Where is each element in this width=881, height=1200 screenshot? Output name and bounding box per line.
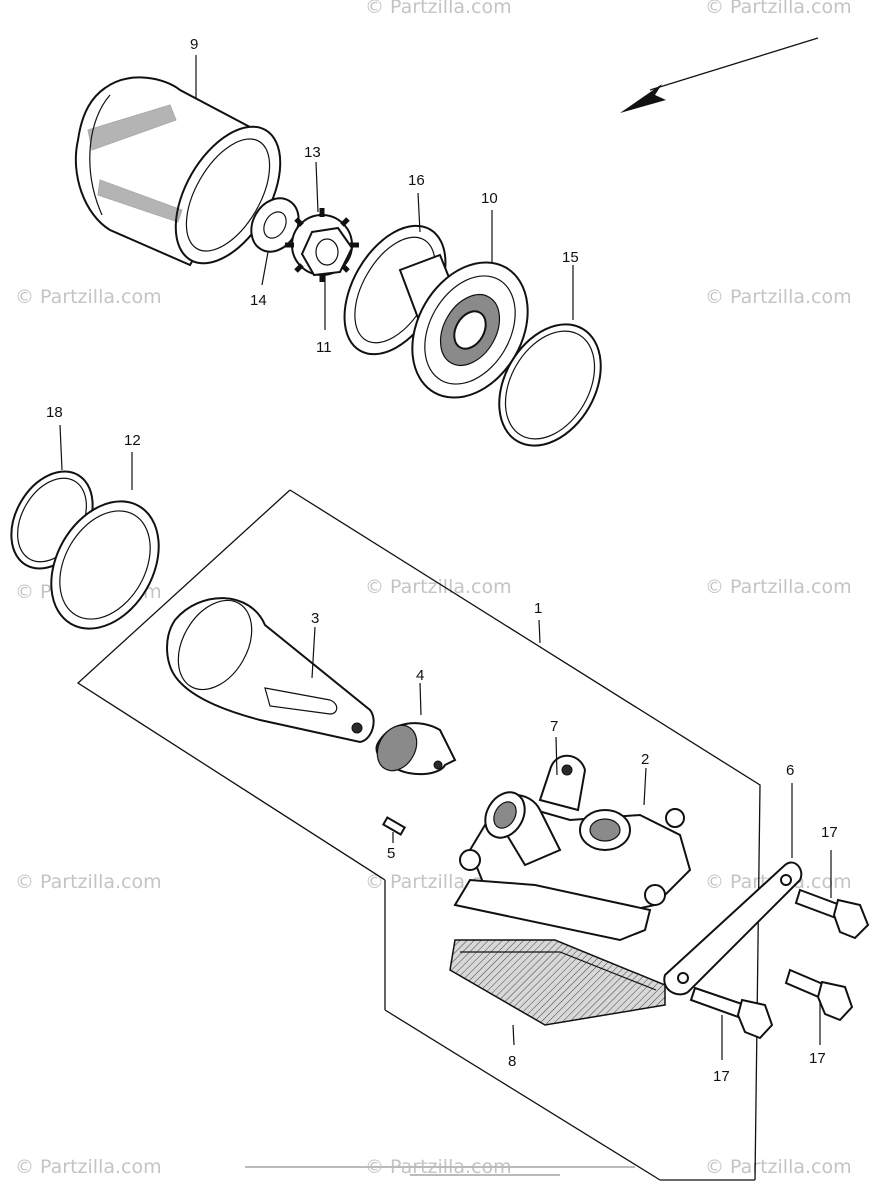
part-15-o-ring <box>498 265 602 447</box>
callout-labels: 9 13 16 10 15 14 11 18 12 1 3 4 7 2 6 5 … <box>46 36 838 1085</box>
part-12-ring-plate <box>50 452 160 630</box>
part-8-strainer-plate <box>449 878 666 1046</box>
watermark-text: © Partzilla.com <box>705 576 852 598</box>
callout-3: 3 <box>311 610 319 627</box>
watermark-text: © Partzilla.com <box>15 286 162 308</box>
callout-12: 12 <box>124 432 141 449</box>
callout-9: 9 <box>190 36 198 53</box>
callout-8: 8 <box>508 1053 516 1070</box>
callout-13: 13 <box>304 144 321 161</box>
callout-17: 17 <box>809 1050 826 1067</box>
callout-2: 2 <box>641 751 649 768</box>
direction-arrow-icon <box>620 37 819 113</box>
leader-line <box>538 619 541 644</box>
part-6-strap <box>663 783 803 996</box>
callout-17: 17 <box>821 824 838 841</box>
watermark-text: © Partzilla.com <box>705 286 852 308</box>
watermark-text: © Partzilla.com <box>705 1156 852 1178</box>
callout-17: 17 <box>713 1068 730 1085</box>
part-17-bolt <box>784 968 854 1045</box>
callout-1: 1 <box>534 600 542 617</box>
part-5-pin <box>381 816 407 843</box>
watermark-text: © Partzilla.com <box>365 576 512 598</box>
callout-11: 11 <box>316 339 332 356</box>
callout-6: 6 <box>786 762 794 779</box>
callout-18: 18 <box>46 404 63 421</box>
callout-5: 5 <box>387 845 395 862</box>
watermark-text: © Partzilla.com <box>15 871 162 893</box>
watermark-text: © Partzilla.com <box>365 0 512 18</box>
part-7-gasket-flange <box>538 736 587 812</box>
part-17-bolt <box>794 850 870 940</box>
callout-4: 4 <box>416 667 424 684</box>
watermark-text: © Partzilla.com <box>705 0 852 18</box>
part-11-nut <box>300 226 354 330</box>
part-10-rotor <box>398 210 529 399</box>
callout-15: 15 <box>562 249 579 266</box>
assembly-bracket <box>76 489 761 1181</box>
callout-10: 10 <box>481 190 498 207</box>
part-17-bolt <box>689 986 774 1060</box>
fine-print-decoration <box>245 1166 635 1176</box>
part-4-piston <box>375 682 457 776</box>
watermark-text: © Partzilla.com <box>15 1156 162 1178</box>
callout-7: 7 <box>550 718 558 735</box>
callout-16: 16 <box>408 172 425 189</box>
part-3-arm <box>166 597 375 744</box>
callout-14: 14 <box>250 292 267 309</box>
